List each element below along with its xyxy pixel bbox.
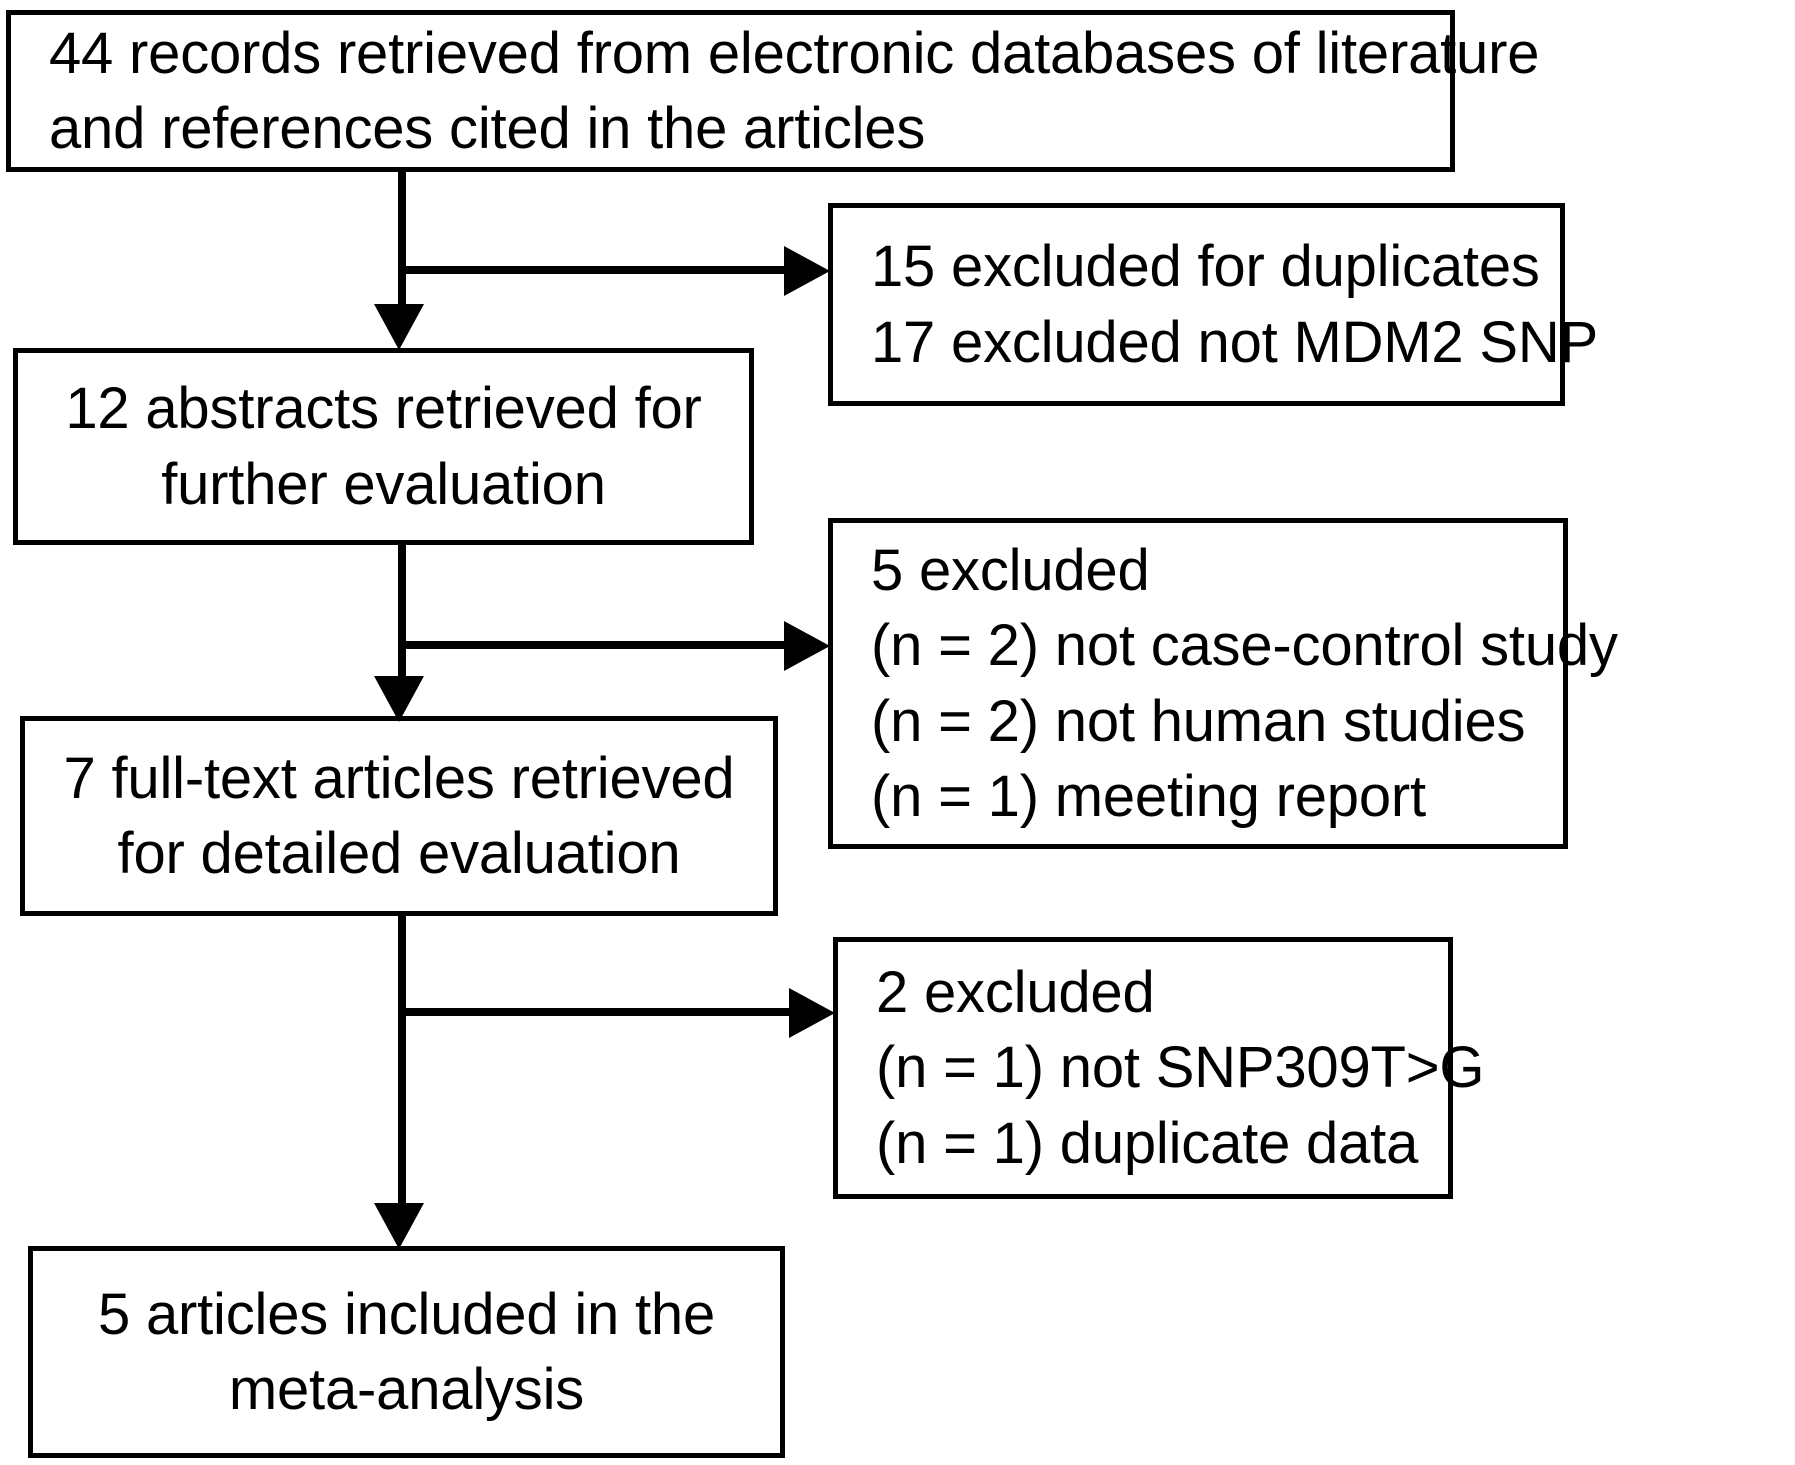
edge-abstracts-to-fulltext-stem [398,545,406,683]
edge-fulltext-to-excluded-two-stem [398,1008,795,1016]
node-excluded-two-line-1: 2 excluded [876,959,1155,1025]
node-excluded-duplicates: 15 excluded for duplicates 17 excluded n… [828,203,1598,406]
edge-abstracts-to-fulltext-arrowhead [374,676,424,722]
node-fulltext-retrieved: 7 full-text articles retrieved for detai… [20,716,778,916]
edge-records-to-excluded-duplicates-stem [398,266,790,274]
node-fulltext-retrieved-line-2: for detailed evaluation [117,821,681,886]
node-excluded-five-line-3: (n = 2) not human studies [871,688,1526,754]
node-excluded-two-line-3: (n = 1) duplicate data [876,1110,1419,1176]
edge-abstracts-to-excluded-five-arrowhead [784,621,830,671]
node-abstracts-retrieved-line-1: 12 abstracts retrieved for [65,376,702,442]
node-excluded-five-line-2: (n = 2) not case-control study [871,613,1618,679]
node-records-retrieved-line-1: 44 records retrieved from electronic dat… [49,20,1540,86]
edge-records-to-abstracts-arrowhead [374,304,424,350]
node-excluded-five: 5 excluded (n = 2) not case-control stud… [828,518,1618,849]
node-articles-included-line-1: 5 articles included in the [97,1281,716,1347]
node-abstracts-retrieved: 12 abstracts retrieved for further evalu… [13,348,754,545]
node-excluded-five-line-4: (n = 1) meeting report [871,763,1426,829]
node-records-retrieved-line-2: and references cited in the articles [49,96,926,161]
node-abstracts-retrieved-line-2: further evaluation [161,451,606,517]
edge-records-to-abstracts-stem [398,172,406,310]
node-excluded-two: 2 excluded (n = 1) not SNP309T>G (n = 1)… [833,937,1485,1199]
edge-fulltext-to-excluded-two-arrowhead [789,988,835,1038]
node-articles-included-line-2: meta-analysis [228,1357,585,1422]
node-fulltext-retrieved-line-1: 7 full-text articles retrieved [63,745,735,811]
node-excluded-duplicates-line-2: 17 excluded not MDM2 SNP [871,309,1598,375]
edge-fulltext-to-included-arrowhead [374,1203,424,1249]
edge-abstracts-to-excluded-five-stem [398,641,790,649]
node-articles-included: 5 articles included in the meta-analysis [28,1246,785,1458]
node-excluded-duplicates-line-1: 15 excluded for duplicates [871,234,1540,300]
edge-fulltext-to-included-stem [398,916,406,1206]
node-records-retrieved: 44 records retrieved from electronic dat… [6,10,1539,172]
edge-records-to-excluded-duplicates-arrowhead [784,246,830,296]
node-excluded-five-line-1: 5 excluded [871,537,1150,603]
node-excluded-two-line-2: (n = 1) not SNP309T>G [876,1035,1485,1101]
